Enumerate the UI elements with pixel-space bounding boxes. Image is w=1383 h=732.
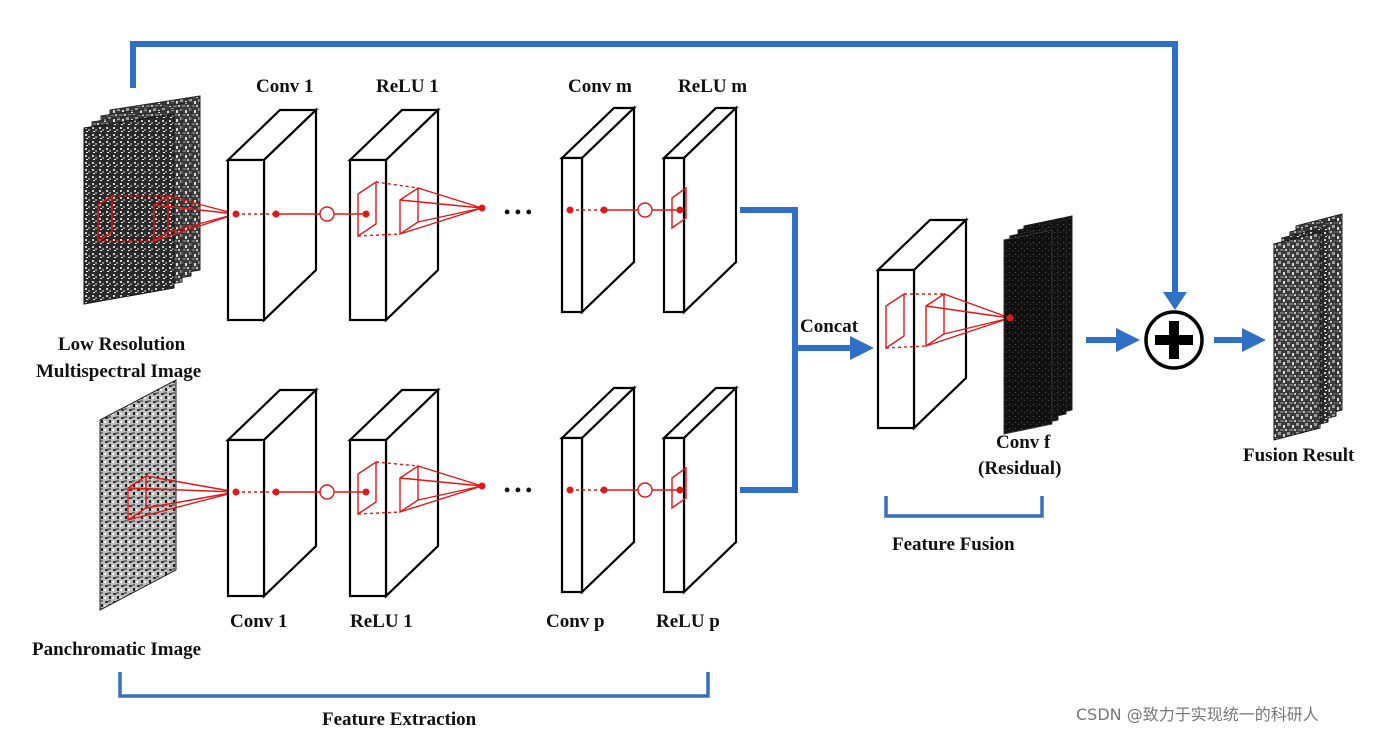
feature-fusion-label: Feature Fusion [892,534,1015,555]
convf-label-line1: Conv f [996,432,1051,453]
concat-arrowhead [850,336,874,360]
relum-label: ReLU m [678,76,747,97]
feature-extraction-label: Feature Extraction [322,709,477,730]
sum-plus-icon [1144,310,1204,370]
fusion-result-image-stack [1273,213,1343,441]
skip-connection-arrowhead [1163,292,1187,310]
lowres-label-line1: Low Resolution [58,334,186,355]
convm-label: Conv m [568,76,632,97]
relu1-bottom-block [347,387,441,599]
conv1-top-block [225,107,319,323]
relu1-top-label: ReLU 1 [376,76,439,97]
pan-label: Panchromatic Image [32,639,201,660]
lowres-label-line2: Multispectral Image [36,361,201,382]
relup-label: ReLU p [656,611,720,632]
conv1-top-label: Conv 1 [256,76,314,97]
convf-label-line2: (Residual) [978,458,1061,479]
fusion-kernel-projection [885,292,1011,350]
panchromatic-image [99,379,177,611]
watermark: CSDN @致力于实现统一的科研人 [1076,705,1319,724]
concat-label: Concat [800,316,859,337]
concat-flow-lines [740,207,852,493]
conv1-bottom-block [225,387,319,599]
residual-feature-stack [1003,215,1073,435]
feature-fusion-bracket [884,496,1044,518]
bottom-row-dots [232,482,684,496]
fusion-result-label: Fusion Result [1243,445,1355,466]
relu1-top-block [347,107,441,323]
conv1-bottom-label: Conv 1 [230,611,288,632]
feature-extraction-bracket [118,672,710,698]
top-row-connections [236,180,687,238]
fusion-conv-block [875,217,969,431]
relup-block [661,385,739,595]
convp-label: Conv p [546,611,605,632]
ellipsis-bottom: • • • [504,480,532,500]
low-resolution-image-stack [83,95,201,305]
lowres-kernel-projection [97,194,237,243]
top-row-dots [232,204,684,218]
bottom-row-connections [236,460,687,516]
skip-connection-line [130,41,1178,298]
residual-dot [1006,314,1014,322]
pan-kernel-projection [127,474,237,522]
relu1-bottom-label: ReLU 1 [350,611,413,632]
ellipsis-top: • • • [504,202,532,222]
relum-block [661,105,739,315]
